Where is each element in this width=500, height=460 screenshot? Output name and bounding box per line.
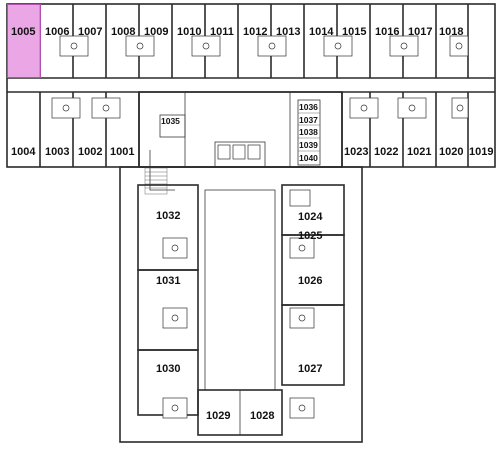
room-1007-label[interactable]: 1007 xyxy=(78,26,103,38)
room-1036-label[interactable]: 1036 xyxy=(299,102,318,112)
room-1013-label[interactable]: 1013 xyxy=(276,26,301,38)
room-1032-label[interactable]: 1032 xyxy=(156,210,181,222)
top-bath-fixtures xyxy=(59,35,469,57)
room-1028-label[interactable]: 1028 xyxy=(250,410,275,422)
room-1022-label[interactable]: 1022 xyxy=(374,146,399,158)
room-1009-label[interactable]: 1009 xyxy=(144,26,169,38)
room-1004-label[interactable]: 1004 xyxy=(11,146,36,158)
room-1011-label[interactable]: 1011 xyxy=(210,26,234,38)
room-1010-label[interactable]: 1010 xyxy=(177,26,202,38)
room-1008-label[interactable]: 1008 xyxy=(111,26,136,38)
room-1039-label[interactable]: 1039 xyxy=(299,140,318,150)
room-1038-label[interactable]: 1038 xyxy=(299,127,318,137)
room-1017-label[interactable]: 1017 xyxy=(408,26,433,38)
south-wing xyxy=(119,166,363,443)
room-1030-label[interactable]: 1030 xyxy=(156,363,181,375)
room-1018-label[interactable]: 1018 xyxy=(439,26,464,38)
room-1035-label[interactable]: 1035 xyxy=(161,116,180,126)
room-1016-label[interactable]: 1016 xyxy=(375,26,400,38)
room-1021-label[interactable]: 1021 xyxy=(407,146,432,158)
room-1031-label[interactable]: 1031 xyxy=(156,275,181,287)
lower-bath-fixtures xyxy=(51,97,469,119)
room-1020-label[interactable]: 1020 xyxy=(439,146,464,158)
room-1006-label[interactable]: 1006 xyxy=(45,26,70,38)
room-1027-label[interactable]: 1027 xyxy=(298,363,323,375)
room-1005-label[interactable]: 1005 xyxy=(11,26,36,38)
room-1012-label[interactable]: 1012 xyxy=(243,26,268,38)
room-1014-label[interactable]: 1014 xyxy=(309,26,334,38)
room-1025-label[interactable]: 1025 xyxy=(298,230,323,242)
room-1029-label[interactable]: 1029 xyxy=(206,410,231,422)
room-1023-label[interactable]: 1023 xyxy=(344,146,369,158)
room-1003-label[interactable]: 1003 xyxy=(45,146,70,158)
room-1002-label[interactable]: 1002 xyxy=(78,146,103,158)
room-1026-label[interactable]: 1026 xyxy=(298,275,323,287)
room-1019-label[interactable]: 1019 xyxy=(469,146,494,158)
highlighted-room-1005[interactable] xyxy=(7,4,41,78)
room-1024-label[interactable]: 1024 xyxy=(298,211,323,223)
room-1015-label[interactable]: 1015 xyxy=(342,26,367,38)
room-1037-label[interactable]: 1037 xyxy=(299,115,318,125)
room-1040-label[interactable]: 1040 xyxy=(299,153,318,163)
west-stair xyxy=(144,167,168,195)
room-1001-label[interactable]: 1001 xyxy=(110,146,135,158)
